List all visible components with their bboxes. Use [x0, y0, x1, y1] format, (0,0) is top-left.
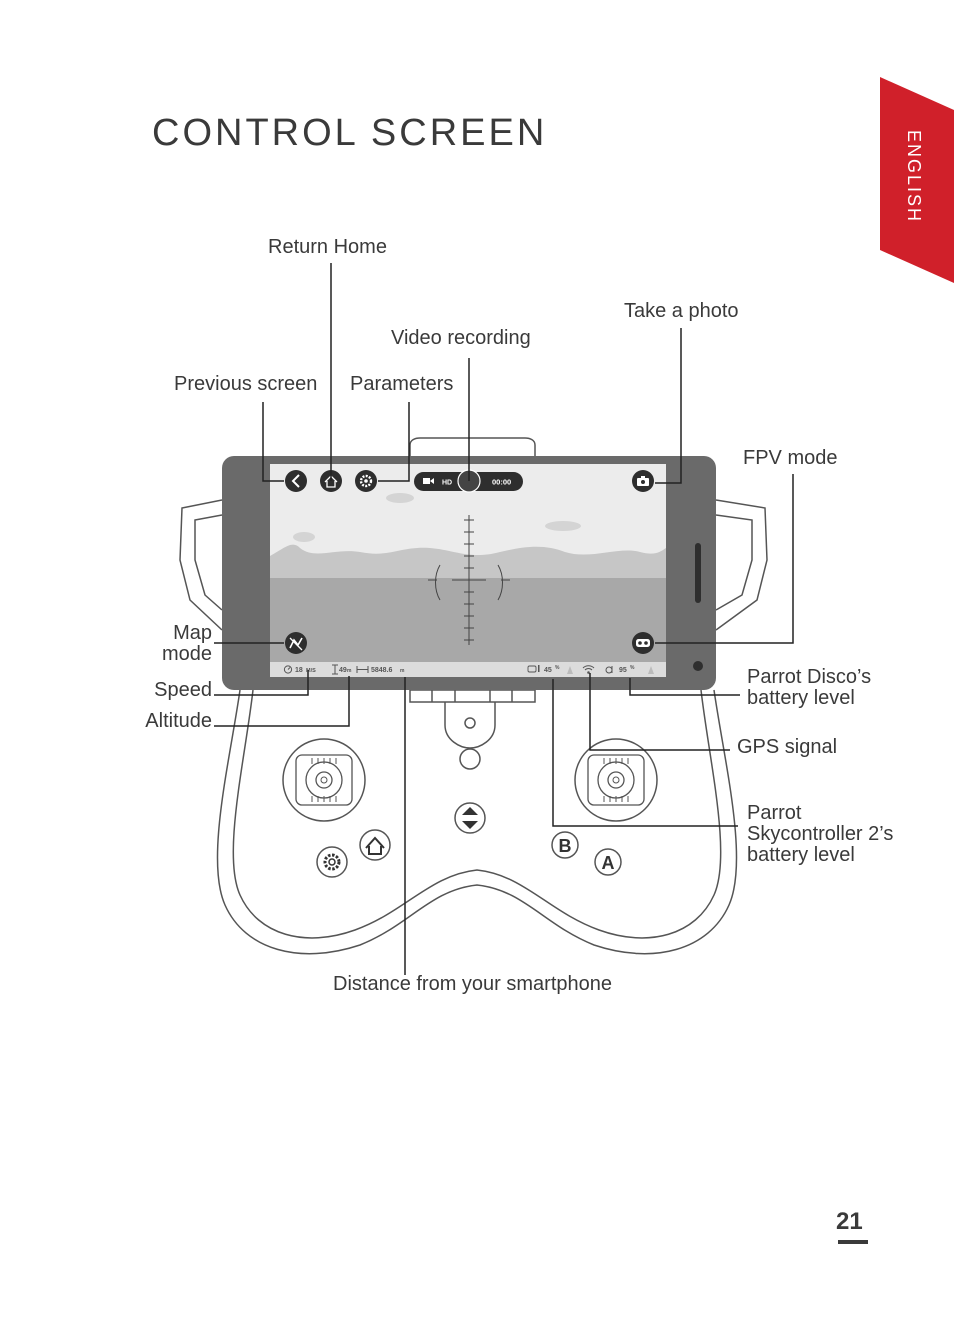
- video-quality: HD: [442, 480, 452, 487]
- wifi-icon: [582, 665, 595, 674]
- button-b[interactable]: B: [551, 831, 579, 859]
- takeoff-landing-icon[interactable]: [454, 802, 486, 834]
- home-hardware-icon[interactable]: [359, 829, 391, 861]
- page-number-rule: [838, 1240, 868, 1244]
- button-b-label: B: [559, 836, 572, 856]
- label-disco-battery-line2: battery level: [747, 687, 855, 709]
- label-disco-battery: Parrot Disco’s battery level: [747, 667, 871, 709]
- controller-body: [179, 437, 768, 955]
- distance-value: 5848.6: [371, 667, 393, 674]
- leader-lines: [214, 263, 794, 975]
- speed-value: 18: [295, 667, 303, 674]
- disco-battery-unit: %: [630, 665, 635, 671]
- label-map-mode-line1: Map: [173, 622, 212, 644]
- skyctrl-battery-value: 45: [544, 667, 552, 674]
- camera-icon[interactable]: [632, 470, 654, 492]
- back-icon[interactable]: [285, 470, 307, 492]
- speed-icon: [283, 665, 293, 674]
- disco-battery-value: 95: [619, 667, 627, 674]
- label-return-home: Return Home: [268, 236, 387, 258]
- label-skyctrl-battery: Parrot Skycontroller 2’s battery level: [747, 803, 893, 866]
- gear-icon[interactable]: [355, 470, 377, 492]
- right-joystick[interactable]: [574, 738, 658, 822]
- label-speed: Speed: [154, 679, 212, 701]
- speed-unit: M/S: [306, 668, 316, 674]
- label-parameters: Parameters: [350, 373, 454, 395]
- record-time: 00:00: [492, 478, 511, 487]
- phone-camera: [693, 661, 703, 671]
- label-skyctrl-line1: Parrot: [747, 802, 802, 824]
- button-a-label: A: [602, 853, 615, 873]
- disco-icon: [567, 666, 573, 674]
- vr-goggles-icon[interactable]: [632, 632, 654, 654]
- phone-button: [695, 543, 701, 603]
- label-gps-signal: GPS signal: [737, 736, 838, 758]
- label-video-recording: Video recording: [391, 327, 531, 349]
- distance-unit: m: [400, 668, 405, 674]
- page-title: CONTROL SCREEN: [152, 112, 548, 154]
- label-previous-screen: Previous screen: [174, 373, 318, 395]
- distance-icon: [356, 666, 369, 673]
- page-number: 21: [836, 1208, 863, 1235]
- label-take-photo: Take a photo: [624, 300, 739, 322]
- label-distance: Distance from your smartphone: [333, 973, 613, 995]
- map-mode-icon[interactable]: [285, 632, 307, 654]
- label-skyctrl-line3: battery level: [747, 844, 855, 866]
- altitude-unit: m: [347, 668, 352, 674]
- left-joystick[interactable]: [282, 738, 366, 822]
- button-a[interactable]: A: [594, 848, 622, 876]
- controller-battery-icon: [527, 665, 540, 673]
- altitude-icon: [332, 664, 338, 675]
- skyctrl-battery-unit: %: [555, 665, 560, 671]
- label-disco-battery-line1: Parrot Disco’s: [747, 666, 872, 688]
- label-map-mode-line2: mode: [161, 643, 212, 665]
- language-tab-label: ENGLISH: [904, 130, 924, 224]
- gps-icon: [605, 666, 613, 674]
- label-altitude: Altitude: [145, 710, 212, 732]
- label-map-mode: Map mode: [130, 623, 212, 665]
- altitude-value: 49: [339, 667, 347, 674]
- status-bar: 18 M/S 49 m 5848.6 m 45 % 95 %: [283, 664, 654, 675]
- label-skyctrl-line2: Skycontroller 2’s: [747, 823, 894, 845]
- label-fpv-mode: FPV mode: [743, 447, 838, 469]
- control-screen: [270, 464, 666, 677]
- settings-hardware-icon[interactable]: [316, 846, 348, 878]
